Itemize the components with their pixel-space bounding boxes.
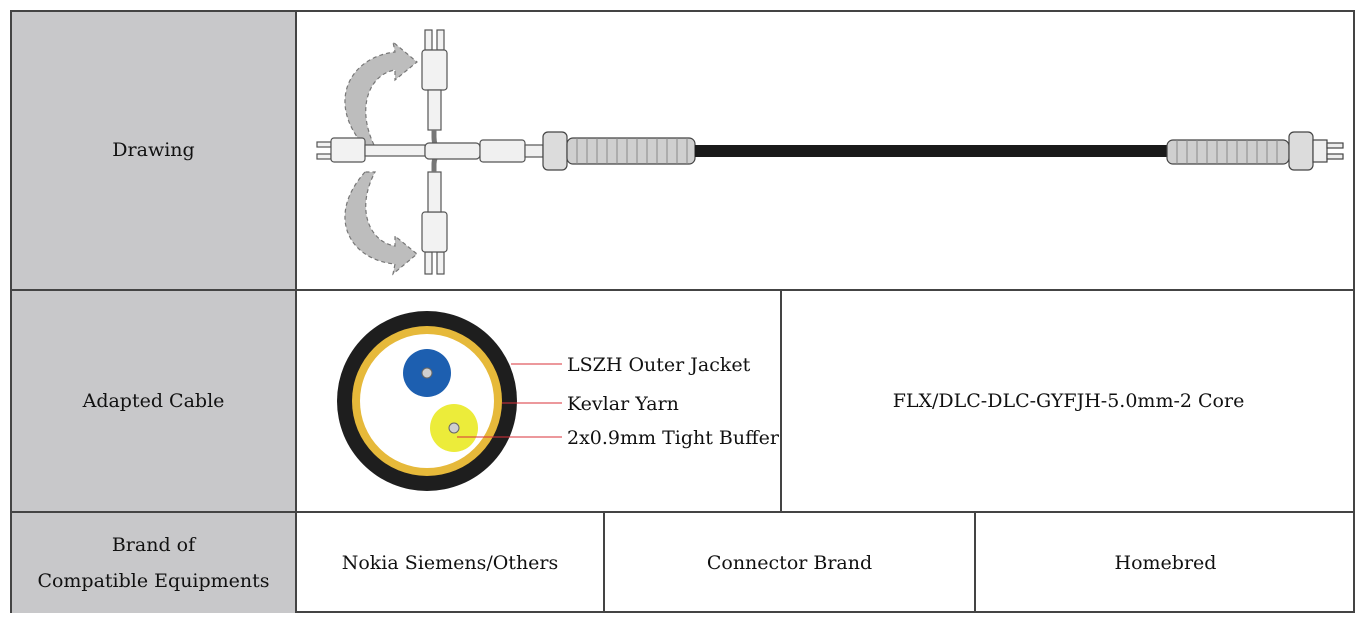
cable-cross-section: LSZH Outer Jacket Kevlar Yarn 2x0.9mm Ti…: [337, 311, 780, 491]
connector-brand-cell: Homebred: [976, 513, 1355, 613]
equipment-brand-cell: Nokia Siemens/Others: [297, 513, 603, 613]
drawing-label: Drawing: [112, 139, 195, 162]
connector-brand-label: Connector Brand: [706, 551, 873, 574]
rotate-arrow-bottom: [344, 171, 418, 276]
connector-brand-label-cell: Connector Brand: [605, 513, 974, 613]
main-cable: [695, 145, 1167, 157]
left-lc-connector: [316, 137, 426, 163]
cable-model-cell: FLX/DLC-DLC-GYFJH-5.0mm-2 Core: [782, 291, 1355, 511]
right-odva-boot: [1166, 131, 1344, 171]
row-label-adapted-cable: Adapted Cable: [12, 291, 295, 511]
left-odva-boot: [542, 131, 696, 171]
cable-drawing-cell: [295, 12, 1355, 289]
bottom-lc-connector: [421, 150, 448, 275]
cable-assembly-drawing: [316, 29, 1344, 276]
legend-buffer: 2x0.9mm Tight Buffer: [567, 427, 780, 449]
brand-label-line1: Brand of: [111, 533, 196, 556]
legend-jacket: LSZH Outer Jacket: [567, 354, 751, 376]
brand-label-line2: Compatible Equipments: [37, 570, 270, 592]
row-label-brand: Brand of Compatible Equipments: [12, 513, 295, 613]
cable-cross-section-cell: LSZH Outer Jacket Kevlar Yarn 2x0.9mm Ti…: [297, 291, 780, 511]
equipment-brand: Nokia Siemens/Others: [341, 551, 559, 574]
row-label-drawing: Drawing: [12, 12, 295, 289]
breakout-splitter: [424, 139, 544, 163]
rotate-arrow-top: [344, 40, 418, 148]
top-lc-connector: [421, 29, 448, 154]
cable-model: FLX/DLC-DLC-GYFJH-5.0mm-2 Core: [892, 389, 1245, 412]
legend-kevlar: Kevlar Yarn: [567, 393, 679, 415]
adapted-cable-label: Adapted Cable: [82, 389, 225, 412]
connector-brand: Homebred: [1114, 551, 1217, 574]
spec-table: Drawing: [10, 10, 1355, 613]
